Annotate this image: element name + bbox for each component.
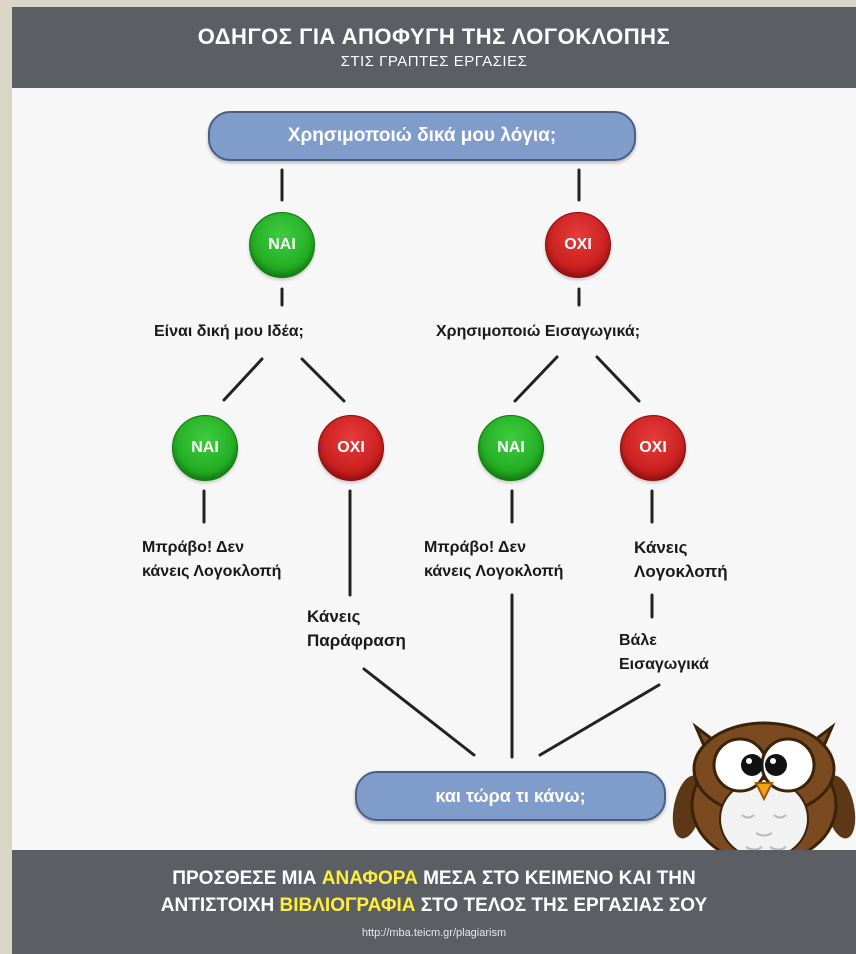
footer-line-2-suffix: ΣΤΟ ΤΕΛΟΣ ΤΗΣ ΕΡΓΑΣΙΑΣ ΣΟΥ [420, 895, 708, 916]
bravo-text-left: Μπράβο! Δεν κάνεις Λογοκλοπή [142, 536, 342, 584]
bravo-right-line-1: Μπράβο! Δεν [424, 539, 527, 556]
connector-lines [202, 168, 661, 759]
bravo-right-line-2: κάνεις Λογοκλοπή [424, 563, 564, 580]
footer-line-1: ΠΡΟΣΘΕΣΕ ΜΙΑ ΑΝΑΦΟΡΑ ΜΕΣΑ ΣΤΟ ΚΕΙΜΕΝΟ ΚΑ… [12, 868, 856, 890]
yes-badge-top: ΝΑΙ [249, 212, 315, 278]
plagiarism-text: Κάνεις Λογοκλοπή [634, 536, 774, 584]
quotes-line-2: Εισαγωγικά [619, 656, 709, 673]
footer-line-1-prefix: ΠΡΟΣΘΕΣΕ ΜΙΑ [172, 868, 317, 889]
paraphrase-text: Κάνεις Παράφραση [307, 605, 457, 653]
footer-line-1-suffix: ΜΕΣΑ ΣΤΟ ΚΕΙΜΕΝΟ ΚΑΙ ΤΗΝ [423, 868, 696, 889]
connector-diag-2 [300, 357, 346, 403]
header-banner: ΟΔΗΓΟΣ ΓΙΑ ΑΠΟΦΥΓΗ ΤΗΣ ΛΟΓΟΚΛΟΠΗΣ ΣΤΙΣ Γ… [12, 7, 856, 88]
yes-badge-left: ΝΑΙ [172, 415, 238, 481]
bravo-left-line-2: κάνεις Λογοκλοπή [142, 563, 282, 580]
highlight-vivliografia: ΒΙΒΛΙΟΓΡΑΦΙΑ [279, 895, 416, 916]
highlight-anafora: ΑΝΑΦΟΡΑ [321, 868, 418, 889]
bravo-text-right: Μπράβο! Δεν κάνεις Λογοκλοπή [424, 536, 624, 584]
footer-url: http://mba.teicm.gr/plagiarism [361, 927, 507, 939]
footer-line-2: ΑΝΤΙΣΤΟΙΧΗ ΒΙΒΛΙΟΓΡΑΦΙΑ ΣΤΟ ΤΕΛΟΣ ΤΗΣ ΕΡ… [12, 895, 856, 917]
footer-banner: ΠΡΟΣΘΕΣΕ ΜΙΑ ΑΝΑΦΟΡΑ ΜΕΣΑ ΣΤΟ ΚΕΙΜΕΝΟ ΚΑ… [12, 850, 856, 954]
connector-to-bottom-1 [362, 667, 476, 757]
quotes-line-1: Βάλε [619, 632, 657, 649]
no-badge-top: ΟΧΙ [545, 212, 611, 278]
top-question: Χρησιμοποιώ δικά μου λόγια; [208, 111, 636, 161]
connector-diag-4 [595, 355, 641, 403]
paraphrase-line-2: Παράφραση [307, 631, 406, 650]
connector-diag-1 [222, 357, 264, 402]
quotes-text: Βάλε Εισαγωγικά [619, 629, 769, 677]
connector-diag-3 [513, 355, 559, 403]
footer-line-2-prefix: ΑΝΤΙΣΤΟΙΧΗ [160, 895, 275, 916]
guide-card: ΟΔΗΓΟΣ ΓΙΑ ΑΠΟΦΥΓΗ ΤΗΣ ΛΟΓΟΚΛΟΠΗΣ ΣΤΙΣ Γ… [12, 7, 856, 954]
plagiarism-line-1: Κάνεις [634, 538, 688, 557]
left-question: Είναι δική μου Ιδέα; [154, 323, 304, 340]
bravo-left-line-1: Μπράβο! Δεν [142, 539, 245, 556]
yes-badge-right: ΝΑΙ [478, 415, 544, 481]
connector-to-bottom-3 [538, 683, 661, 757]
owl-icon [672, 721, 856, 867]
no-badge-left: ΟΧΙ [318, 415, 384, 481]
bottom-question: και τώρα τι κάνω; [355, 771, 666, 821]
paraphrase-line-1: Κάνεις [307, 607, 361, 626]
right-question: Χρησιμοποιώ Εισαγωγικά; [436, 323, 641, 340]
plagiarism-line-2: Λογοκλοπή [634, 562, 728, 581]
page-title: ΟΔΗΓΟΣ ΓΙΑ ΑΠΟΦΥΓΗ ΤΗΣ ΛΟΓΟΚΛΟΠΗΣ [197, 24, 671, 49]
no-badge-right: ΟΧΙ [620, 415, 686, 481]
page-subtitle: ΣΤΙΣ ΓΡΑΠΤΕΣ ΕΡΓΑΣΙΕΣ [340, 53, 528, 70]
